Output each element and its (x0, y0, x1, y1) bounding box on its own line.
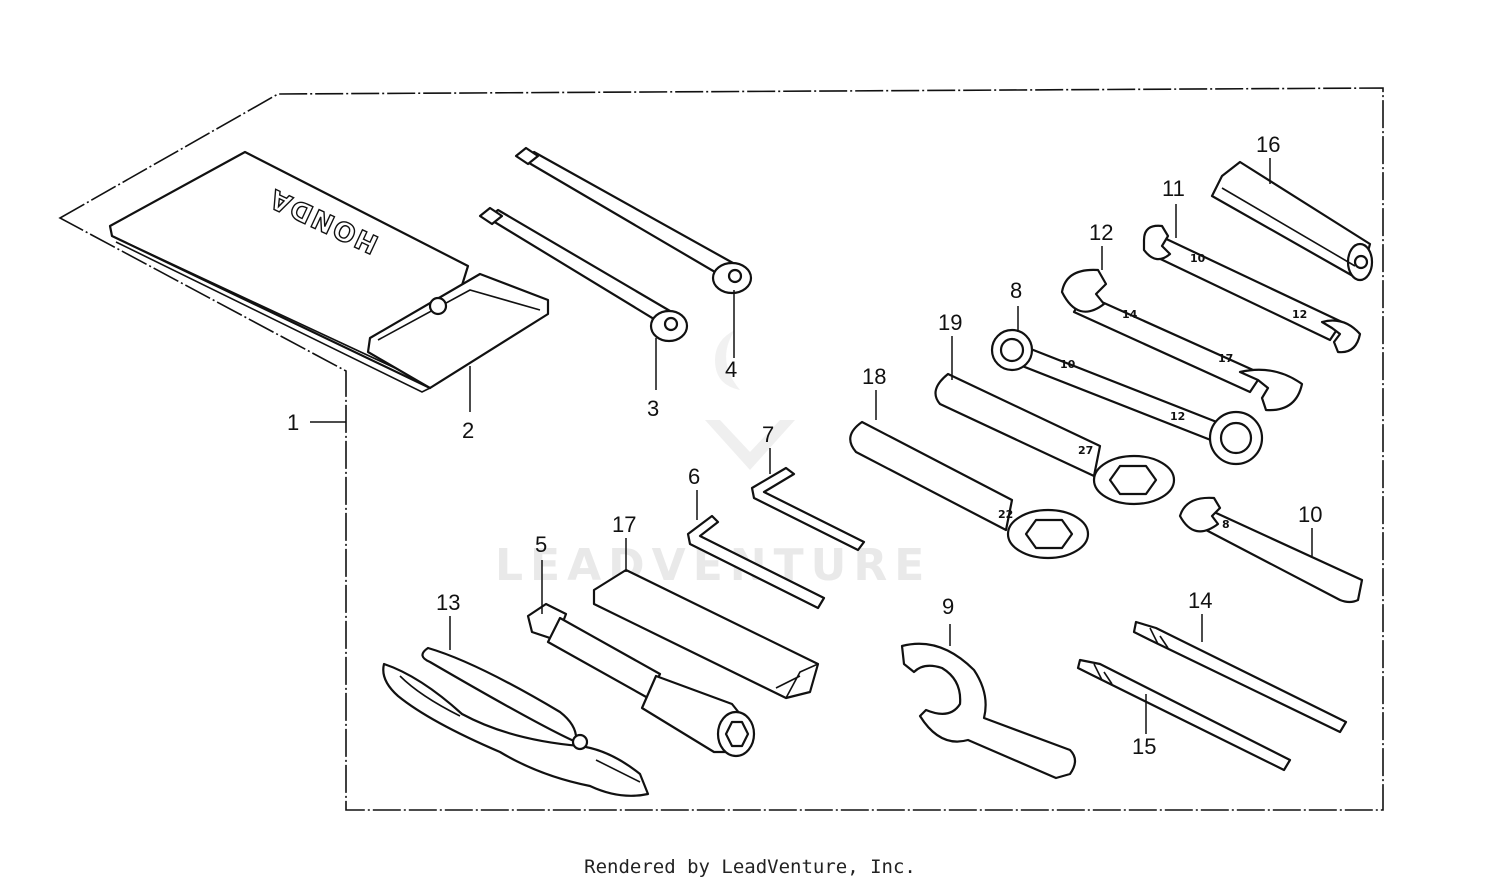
callout-11: 11 (1162, 176, 1185, 201)
screwdriver-15 (1076, 658, 1292, 772)
wrench-11: 10 12 (1142, 224, 1362, 354)
leader-lines (310, 158, 1313, 734)
callout-17: 17 (612, 512, 636, 537)
screwdriver-14 (1132, 620, 1348, 734)
wrench-10-size: 8 (1222, 518, 1230, 531)
bag-flap (366, 272, 550, 390)
pin-spanner-9 (900, 642, 1077, 780)
extension-bar-4 (514, 146, 753, 295)
wrench-11-size-a: 10 (1190, 252, 1206, 265)
wrench-12-size-a: 14 (1122, 308, 1138, 321)
wrench-12: 14 17 (1060, 268, 1304, 412)
callout-12: 12 (1089, 220, 1113, 245)
extension-bar-3 (478, 206, 689, 343)
callout-15: 15 (1132, 734, 1156, 759)
callout-2: 2 (462, 418, 474, 443)
callout-3: 3 (647, 396, 659, 421)
callout-16: 16 (1256, 132, 1280, 157)
callout-5: 5 (535, 532, 547, 557)
callouts: 1 2 3 4 5 6 7 8 9 10 11 12 13 14 15 16 1… (287, 132, 1322, 759)
box-wrench-19: 27 (934, 372, 1176, 506)
box-wrench-18: 22 (849, 420, 1090, 560)
wrench-8-size-b: 12 (1170, 410, 1185, 423)
hex-key-7 (750, 466, 866, 552)
pliers-13 (382, 646, 650, 797)
callout-19: 19 (938, 310, 962, 335)
wrench-8-size-a: 10 (1060, 358, 1076, 371)
footer-credit: Rendered by LeadVenture, Inc. (584, 856, 916, 878)
ring-wrench-8: 10 12 (990, 328, 1264, 466)
boundary-outline (58, 87, 1384, 811)
callout-8: 8 (1010, 278, 1022, 303)
callout-14: 14 (1188, 588, 1212, 613)
wrench-10: 8 (1178, 496, 1364, 604)
callout-9: 9 (942, 594, 954, 619)
hex-key-6 (686, 514, 826, 610)
wrench-12-size-b: 17 (1218, 352, 1233, 365)
wrench-18-size: 22 (998, 508, 1013, 521)
callout-18: 18 (862, 364, 886, 389)
callout-13: 13 (436, 590, 460, 615)
wrench-11-size-b: 12 (1292, 308, 1307, 321)
wrench-19-size: 27 (1078, 444, 1093, 457)
callout-6: 6 (688, 464, 700, 489)
callout-7: 7 (762, 422, 774, 447)
callout-4: 4 (725, 357, 737, 382)
callout-1: 1 (287, 410, 299, 435)
plug-wrench-5 (526, 602, 756, 758)
screwdriver-handle-16 (1210, 160, 1374, 282)
callout-10: 10 (1298, 502, 1322, 527)
